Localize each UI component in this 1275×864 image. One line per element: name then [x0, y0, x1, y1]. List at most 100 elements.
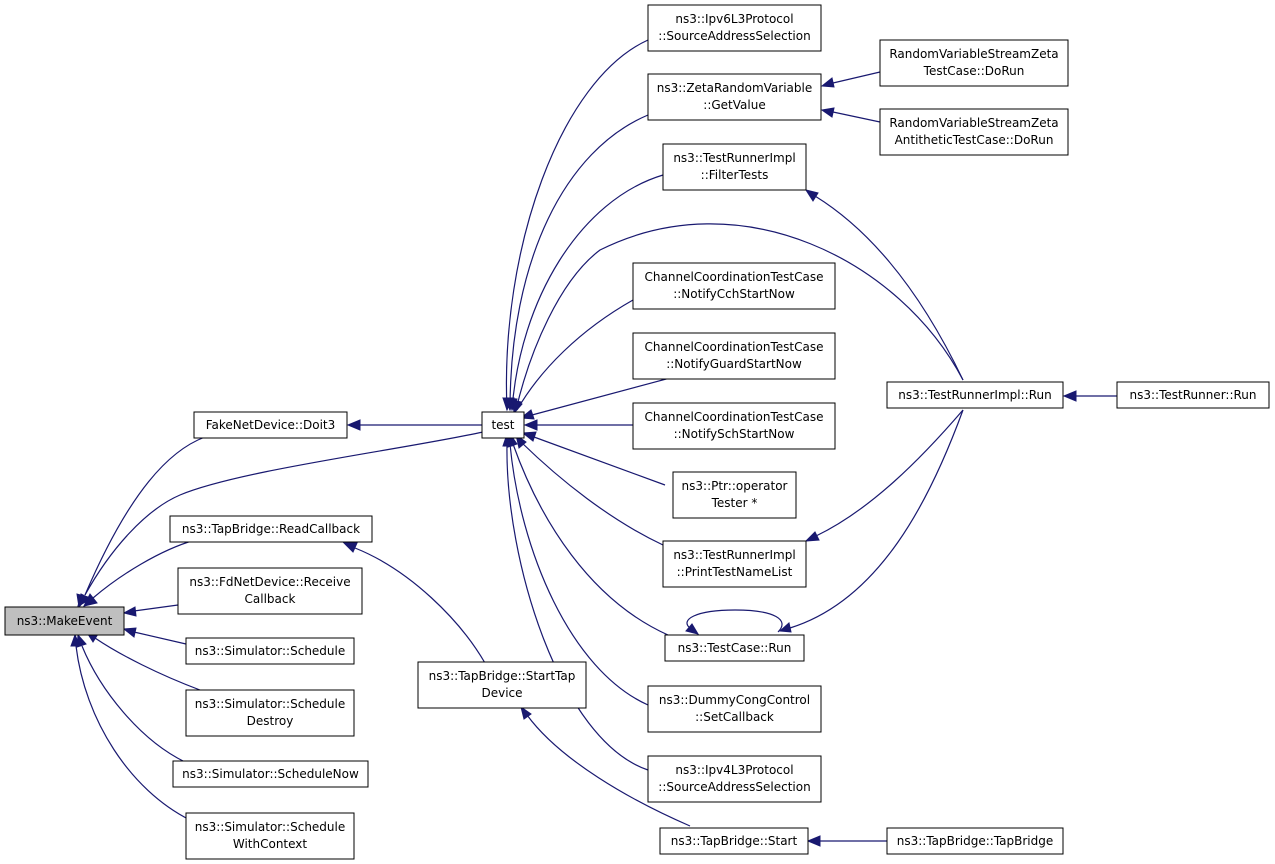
node-testrunner-run[interactable]: ns3::TestRunner::Run: [1116, 381, 1270, 409]
edge-runimpl-to-print: [815, 409, 964, 537]
node-zetarandomvariable-getvalue[interactable]: ns3::ZetaRandomVariable ::GetValue: [647, 73, 822, 121]
edge-arrowhead: [122, 606, 137, 617]
edge-tapread-to-makeevent: [92, 539, 196, 599]
edge-arrowhead: [122, 627, 137, 638]
node-makeevent[interactable]: ns3::MakeEvent: [4, 606, 125, 636]
edge-tapstart-to-tapstartdev: [526, 714, 691, 827]
edge-arrowhead: [806, 835, 821, 847]
edge-runimpl-to-test: [515, 223, 964, 411]
node-label: ChannelCoordinationTestCase: [645, 270, 824, 284]
node-label: ChannelCoordinationTestCase: [645, 410, 824, 424]
edge-arrowhead: [83, 593, 98, 607]
node-label: ChannelCoordinationTestCase: [645, 340, 824, 354]
node-label: ns3::TapBridge::StartTap: [429, 669, 576, 683]
node-channelcoordination-notifyschstartnow[interactable]: ChannelCoordinationTestCase ::NotifySchS…: [632, 402, 836, 450]
edge-arrowhead: [1062, 390, 1077, 402]
node-simulator-scheduledestroy[interactable]: ns3::Simulator::Schedule Destroy: [185, 689, 355, 737]
edge-arrowhead: [804, 189, 819, 202]
node-label: ::FilterTests: [701, 168, 769, 182]
edge-arrowhead: [511, 399, 522, 414]
node-ipv6l3protocol-sourceaddressselection[interactable]: ns3::Ipv6L3Protocol ::SourceAddressSelec…: [647, 4, 822, 52]
node-label: ::NotifyGuardStartNow: [666, 357, 802, 371]
edge-arrowhead: [521, 431, 537, 442]
edge-schedw-to-makeevent: [75, 645, 191, 821]
node-randomvariablestreamzetatestcase-dorun[interactable]: RandomVariableStreamZeta TestCase::DoRun: [879, 39, 1069, 87]
node-label: RandomVariableStreamZeta: [889, 116, 1058, 130]
edge-arrowhead: [502, 432, 513, 447]
node-tapbridge-start[interactable]: ns3::TapBridge::Start: [659, 827, 809, 855]
node-testcase-run[interactable]: ns3::TestCase::Run: [664, 634, 805, 662]
edge-arrowhead: [685, 623, 700, 635]
node-label: TestCase::DoRun: [923, 64, 1025, 78]
node-label: test: [491, 418, 514, 432]
node-label: ns3::FdNetDevice::Receive: [189, 575, 350, 589]
node-label: ns3::Ipv6L3Protocol: [675, 12, 793, 26]
node-label: Tester *: [711, 496, 758, 510]
node-label: ns3::Simulator::Schedule: [195, 644, 346, 658]
node-simulator-schedulenow[interactable]: ns3::Simulator::ScheduleNow: [172, 760, 369, 788]
node-randomvariablestreamzetaantithetic-dorun[interactable]: RandomVariableStreamZeta AntitheticTestC…: [879, 108, 1069, 156]
node-label: ns3::Simulator::ScheduleNow: [182, 767, 359, 781]
edge-arrowhead: [820, 77, 835, 88]
node-tapbridge-readcallback[interactable]: ns3::TapBridge::ReadCallback: [169, 515, 373, 543]
node-fakenetdevice-doit3[interactable]: FakeNetDevice::Doit3: [193, 411, 348, 439]
node-label: ns3::ZetaRandomVariable: [657, 81, 813, 95]
node-label: WithContext: [233, 837, 308, 851]
node-label: FakeNetDevice::Doit3: [206, 418, 336, 432]
edge-arrowhead: [520, 705, 532, 720]
node-label: RandomVariableStreamZeta: [889, 47, 1058, 61]
edge-test-to-makeevent: [84, 431, 484, 596]
edge-filter-to-test: [511, 174, 664, 411]
node-label: ::SourceAddressSelection: [658, 29, 810, 43]
node-testrunnerimpl-printtestnamelist[interactable]: ns3::TestRunnerImpl ::PrintTestNameList: [662, 540, 807, 588]
edge-ptr-to-test: [533, 436, 666, 486]
node-label: ns3::Simulator::Schedule: [195, 820, 346, 834]
edge-ipv4-to-test: [506, 443, 649, 771]
node-channelcoordination-notifyguardstartnow[interactable]: ChannelCoordinationTestCase ::NotifyGuar…: [632, 332, 836, 380]
node-label: Device: [481, 686, 522, 700]
edge-arrowhead: [77, 593, 93, 607]
edge-arrowhead: [804, 531, 820, 542]
nodes: ns3::MakeEvent FakeNetDevice::Doit3 ns3:…: [4, 4, 1270, 860]
node-label: ::NotifyCchStartNow: [673, 287, 795, 301]
node-tapbridge-starttapdevice[interactable]: ns3::TapBridge::StartTap Device: [417, 661, 587, 709]
edge-tapstartdev-to-tapread: [354, 547, 486, 664]
edge-ipv6-to-test: [505, 39, 649, 411]
node-fdnetdevice-receivecallback[interactable]: ns3::FdNetDevice::Receive Callback: [177, 567, 363, 615]
edge-fakenet-to-makeevent: [84, 436, 206, 596]
edge-arrowhead: [70, 633, 81, 647]
edge-rvzanti-to-zeta: [832, 111, 881, 123]
node-dummycongcontrol-setcallback[interactable]: ns3::DummyCongControl ::SetCallback: [647, 685, 822, 733]
edge-tcrun-to-test: [512, 443, 669, 636]
node-testrunnerimpl-filtertests[interactable]: ns3::TestRunnerImpl ::FilterTests: [662, 143, 807, 191]
node-label: ns3::TapBridge::ReadCallback: [182, 522, 360, 536]
node-simulator-schedulewithcontext[interactable]: ns3::Simulator::Schedule WithContext: [185, 812, 355, 860]
edge-rvzeta-to-zeta: [832, 71, 881, 84]
edge-runimpl-to-tcrun: [789, 409, 964, 629]
node-ptr-operator-tester[interactable]: ns3::Ptr::operator Tester *: [672, 471, 797, 519]
edge-runimpl-to-filter: [814, 195, 964, 381]
node-label: ::PrintTestNameList: [677, 565, 793, 579]
node-label: ns3::Ptr::operator: [682, 479, 788, 493]
node-label: ::GetValue: [703, 98, 765, 112]
node-label: ns3::TestRunner::Run: [1129, 388, 1256, 402]
node-label: ns3::Ipv4L3Protocol: [675, 763, 793, 777]
edge-tcrun-self-loop: [686, 609, 783, 633]
node-label: ns3::DummyCongControl: [659, 693, 810, 707]
edge-cch-to-test: [516, 299, 634, 411]
node-test[interactable]: test: [481, 411, 525, 439]
node-ipv4l3protocol-sourceaddressselection[interactable]: ns3::Ipv4L3Protocol ::SourceAddressSelec…: [647, 755, 822, 803]
edge-schedn-to-makeevent: [81, 645, 186, 763]
node-label: Destroy: [247, 714, 294, 728]
edge-arrowhead: [778, 622, 792, 633]
node-channelcoordination-notifycchstartnow[interactable]: ChannelCoordinationTestCase ::NotifyCchS…: [632, 262, 836, 310]
edge-dummy-to-test: [509, 443, 649, 706]
node-tapbridge-tapbridge[interactable]: ns3::TapBridge::TapBridge: [886, 827, 1064, 855]
edge-arrowhead: [820, 107, 835, 118]
edge-sched-to-makeevent: [133, 631, 187, 645]
node-simulator-schedule[interactable]: ns3::Simulator::Schedule: [185, 637, 355, 665]
edge-print-to-test: [520, 441, 664, 546]
node-label: AntitheticTestCase::DoRun: [895, 133, 1054, 147]
node-testrunnerimpl-run[interactable]: ns3::TestRunnerImpl::Run: [886, 381, 1064, 409]
edge-arrowhead: [346, 419, 361, 431]
